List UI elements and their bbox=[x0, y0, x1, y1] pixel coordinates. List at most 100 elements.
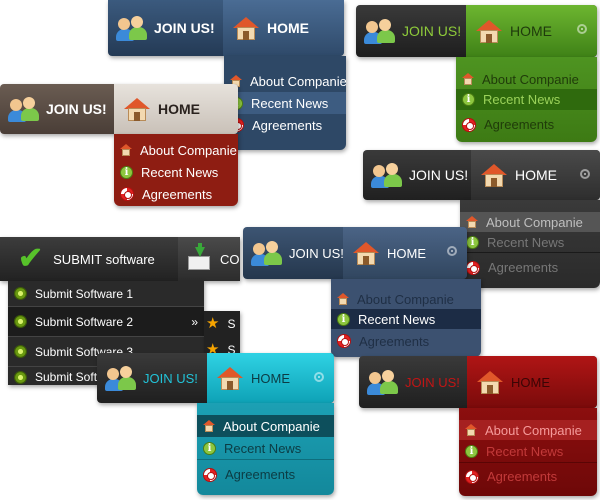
join-us-label: JOIN US! bbox=[154, 20, 215, 36]
home-button[interactable]: HOME bbox=[467, 356, 597, 408]
radio-indicator-icon bbox=[580, 169, 590, 179]
home-label: HOME bbox=[387, 245, 426, 261]
join-us-button[interactable]: JOIN US! bbox=[108, 0, 223, 56]
join-us-button[interactable]: JOIN US! bbox=[359, 356, 467, 408]
menu-item-label: Agreements bbox=[225, 467, 296, 482]
menu-item-label: About Companie bbox=[223, 418, 320, 434]
join-us-button[interactable]: JOIN US! bbox=[243, 227, 344, 279]
submit-software-button[interactable]: ✔ SUBMIT software bbox=[0, 237, 176, 281]
home-button[interactable]: HOME bbox=[223, 0, 344, 56]
house-icon bbox=[120, 144, 132, 156]
join-us-button[interactable]: JOIN US! bbox=[356, 5, 466, 57]
menu-item-agreements[interactable]: Agreements bbox=[114, 183, 238, 205]
menu-item-about[interactable]: About Companie bbox=[456, 69, 597, 89]
lifebuoy-icon bbox=[465, 469, 479, 484]
star-icon: ★ bbox=[206, 315, 220, 332]
home-button[interactable]: HOME bbox=[114, 84, 238, 134]
info-icon: i bbox=[120, 165, 133, 179]
home-button[interactable]: HOME bbox=[207, 353, 334, 403]
menu-item-label: Recent News bbox=[486, 443, 564, 459]
menu-item-agreements[interactable]: Agreements bbox=[460, 252, 600, 282]
home-label: HOME bbox=[511, 374, 550, 390]
menu-item-about[interactable]: About Companie bbox=[460, 212, 600, 232]
menu-item-label: Agreements bbox=[142, 186, 213, 202]
submit-item-label: Submit Software 1 bbox=[35, 286, 134, 301]
people-icon bbox=[251, 239, 283, 267]
lifebuoy-icon bbox=[203, 467, 217, 482]
lifebuoy-icon bbox=[462, 117, 476, 132]
radio-indicator-icon bbox=[314, 372, 324, 382]
menu-item-recent-news[interactable]: i Recent News bbox=[331, 309, 481, 329]
gear-icon bbox=[14, 345, 27, 358]
menu-item-label: Agreements bbox=[359, 333, 430, 349]
menu-item-about[interactable]: About Companie bbox=[331, 289, 481, 309]
menu-item-label: Recent News bbox=[358, 311, 436, 327]
dropdown-slate: About Companie i Recent News Agreements bbox=[331, 279, 481, 357]
info-icon: i bbox=[337, 312, 350, 326]
house-icon bbox=[481, 162, 507, 188]
radio-indicator-icon bbox=[447, 246, 457, 256]
home-label: HOME bbox=[510, 23, 552, 39]
join-us-button[interactable]: JOIN US! bbox=[97, 353, 205, 403]
join-us-button[interactable]: JOIN US! bbox=[363, 150, 471, 200]
submit-item-2[interactable]: Submit Software 2» bbox=[8, 307, 204, 337]
submenu-item-label: S bbox=[227, 343, 236, 357]
home-button[interactable]: HOME bbox=[471, 150, 600, 200]
join-us-label: JOIN US! bbox=[409, 167, 469, 183]
menu-bar-green: JOIN US! HOME bbox=[356, 5, 597, 57]
house-icon bbox=[353, 240, 379, 266]
menu-item-label: Recent News bbox=[251, 95, 329, 111]
menu-item-recent-news[interactable]: i Recent News bbox=[114, 161, 238, 183]
menu-bar-brown: JOIN US! HOME bbox=[0, 84, 238, 134]
house-icon bbox=[476, 18, 502, 44]
house-icon bbox=[233, 15, 259, 41]
menu-item-agreements[interactable]: Agreements bbox=[224, 114, 346, 136]
house-icon bbox=[217, 365, 243, 391]
menu-item-agreements[interactable]: Agreements bbox=[459, 462, 597, 490]
house-icon bbox=[337, 293, 349, 305]
menu-item-agreements[interactable]: Agreements bbox=[197, 459, 334, 489]
submenu-item[interactable]: ★S bbox=[204, 311, 240, 337]
join-us-button[interactable]: JOIN US! bbox=[0, 84, 114, 134]
info-icon: i bbox=[465, 444, 478, 458]
menu-item-agreements[interactable]: Agreements bbox=[331, 329, 481, 353]
menu-item-label: Recent News bbox=[224, 440, 302, 456]
menu-bar-dark: JOIN US! HOME bbox=[363, 150, 600, 200]
join-us-label: JOIN US! bbox=[143, 370, 198, 386]
menu-item-label: About Companie bbox=[357, 291, 454, 307]
home-label: HOME bbox=[267, 20, 309, 36]
menu-item-agreements[interactable]: Agreements bbox=[456, 109, 597, 139]
submit-item-1[interactable]: Submit Software 1 bbox=[8, 281, 204, 307]
menu-item-label: Recent News bbox=[487, 234, 565, 250]
home-button[interactable]: HOME bbox=[343, 227, 467, 279]
join-us-label: JOIN US! bbox=[289, 245, 344, 261]
menu-item-about[interactable]: About Companie bbox=[114, 139, 238, 161]
menu-item-label: Recent News bbox=[141, 164, 219, 180]
people-icon bbox=[116, 14, 148, 42]
submit-item-label: Submit Software 2 bbox=[35, 314, 134, 329]
people-icon bbox=[367, 368, 399, 396]
menu-item-label: Agreements bbox=[252, 117, 323, 133]
next-tab-button[interactable]: CO bbox=[178, 237, 240, 281]
dropdown-crimson: About Companie i Recent News Agreements bbox=[459, 408, 597, 496]
join-us-label: JOIN US! bbox=[405, 374, 460, 390]
home-button[interactable]: HOME bbox=[466, 5, 597, 57]
house-icon bbox=[462, 73, 474, 85]
menu-item-recent-news[interactable]: i Recent News bbox=[459, 440, 597, 462]
house-icon bbox=[477, 369, 503, 395]
menu-item-about[interactable]: About Companie bbox=[224, 70, 346, 92]
menu-bar-teal: JOIN US! HOME bbox=[97, 353, 334, 403]
menu-item-about[interactable]: About Companie bbox=[197, 415, 334, 437]
menu-item-label: About Companie bbox=[140, 142, 237, 158]
menu-item-about[interactable]: About Companie bbox=[459, 420, 597, 440]
people-icon bbox=[371, 161, 403, 189]
menu-item-label: Agreements bbox=[488, 260, 559, 275]
